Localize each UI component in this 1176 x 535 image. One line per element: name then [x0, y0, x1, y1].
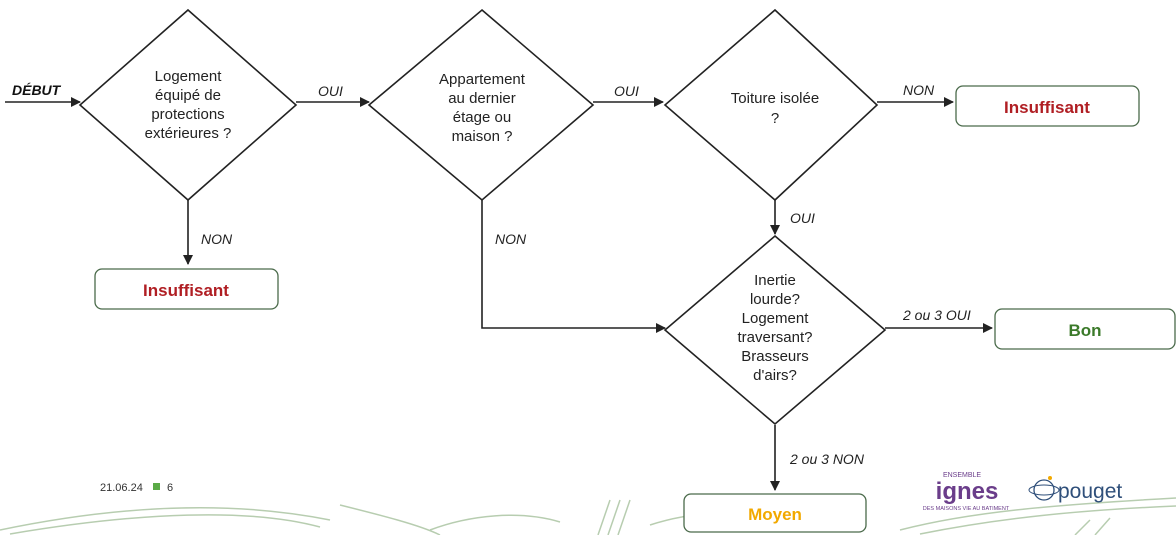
decision-inertie: [663, 234, 887, 426]
decision-text-line: au dernier: [448, 90, 516, 107]
edge-label-d1-yes: OUI: [318, 83, 343, 99]
decision-text-line: protections: [151, 106, 224, 123]
edge-label-d2-no: NON: [495, 231, 527, 247]
decision-text-line: Toiture isolée: [731, 90, 819, 107]
edge-d2-no: [481, 200, 666, 333]
result-box-insuffisant-top: [955, 85, 1140, 127]
result-box-bon: [994, 308, 1176, 350]
ignes-logo-top-text: ENSEMBLE: [943, 472, 981, 479]
footer-date: 21.06.24: [100, 482, 143, 494]
edge-label-d4-no: 2 ou 3 NON: [789, 451, 865, 467]
edge-label-d3-yes: OUI: [790, 210, 815, 226]
footer-square-icon: [153, 483, 160, 490]
decision-text-line: Appartement: [439, 71, 526, 88]
decision-toiture: [663, 8, 879, 202]
start-label: DÉBUT: [12, 82, 62, 98]
pouget-globe-icon: [1033, 479, 1055, 501]
ignes-logo-bottom-text: DES MAISONS VIE AU BATIMENT: [923, 506, 1010, 512]
edge-label-d1-no: NON: [201, 231, 233, 247]
ignes-logo-word: ignes: [936, 478, 999, 505]
decision-dernier-etage-text: Appartement au dernier étage ou maison ?: [439, 71, 526, 145]
edge-label-d3-no: NON: [903, 82, 935, 98]
decision-protections-text: Logement équipé de protections extérieur…: [145, 68, 232, 142]
decision-toiture-text: Toiture isolée ?: [731, 90, 819, 127]
pouget-logo: pouget: [1028, 476, 1122, 503]
decision-text-line: ?: [771, 110, 779, 127]
decision-text-line: Logement: [155, 68, 223, 85]
edge-label-d4-yes: 2 ou 3 OUI: [902, 307, 971, 323]
decision-text-line: étage ou: [453, 109, 511, 126]
result-box-insuffisant-left: [94, 268, 279, 310]
edge-label-d2-yes: OUI: [614, 83, 639, 99]
decision-text-line: Inertie: [754, 272, 796, 289]
decision-text-line: extérieures ?: [145, 125, 232, 142]
footer-page-number: 6: [167, 482, 173, 494]
result-insuffisant-top: Insuffisant: [1004, 98, 1090, 117]
ignes-logo: ENSEMBLE ignes DES MAISONS VIE AU BATIME…: [923, 472, 1010, 512]
decision-text-line: d'airs?: [753, 367, 797, 384]
result-moyen: Moyen: [748, 505, 802, 524]
decision-protections: [78, 8, 298, 202]
decision-text-line: maison ?: [452, 128, 513, 145]
decision-text-line: traversant?: [737, 329, 812, 346]
decision-text-line: équipé de: [155, 87, 221, 104]
decision-text-line: lourde?: [750, 291, 800, 308]
result-insuffisant-left: Insuffisant: [143, 281, 229, 300]
decision-text-line: Brasseurs: [741, 348, 809, 365]
decision-inertie-text: Inertie lourde? Logement traversant? Bra…: [737, 272, 812, 384]
decision-dernier-etage: [367, 8, 595, 202]
decision-text-line: Logement: [742, 310, 810, 327]
decorative-swooshes: [0, 497, 1176, 535]
pouget-logo-word: pouget: [1058, 480, 1122, 503]
result-box-moyen: [683, 493, 867, 533]
result-bon: Bon: [1068, 321, 1101, 340]
